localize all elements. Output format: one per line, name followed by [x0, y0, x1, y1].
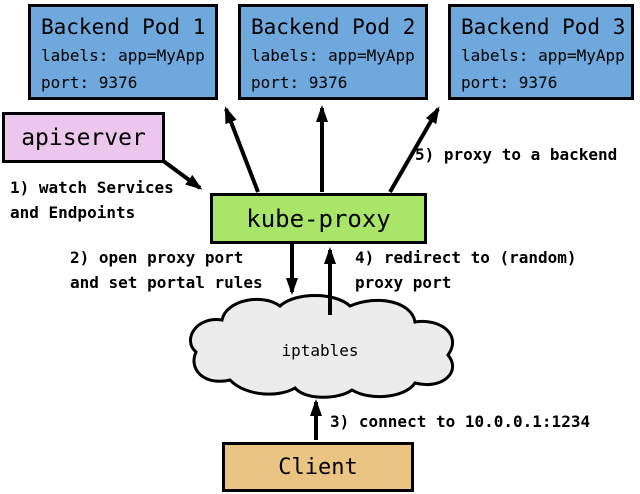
annotation-step4: 4) redirect to (random) proxy port — [355, 245, 577, 295]
annotation-step2-line2: and set portal rules — [70, 273, 263, 292]
backend-pod-2-title: Backend Pod 2 — [251, 15, 416, 39]
backend-pod-3-port: port: 9376 — [461, 73, 558, 92]
annotation-step2: 2) open proxy port and set portal rules — [70, 245, 263, 295]
backend-pod-3-labels: labels: app=MyApp — [461, 46, 625, 65]
backend-pod-2-port: port: 9376 — [251, 73, 348, 92]
client-label: Client — [278, 454, 358, 480]
backend-pod-2-box: Backend Pod 2 labels: app=MyApp port: 93… — [238, 4, 428, 100]
annotation-step5-line1: 5) proxy to a backend — [415, 145, 618, 164]
backend-pod-1-port: port: 9376 — [41, 73, 138, 92]
annotation-step2-line1: 2) open proxy port — [70, 248, 244, 267]
annotation-step1-line2: and Endpoints — [10, 203, 136, 222]
annotation-step3: 3) connect to 10.0.0.1:1234 — [330, 409, 590, 434]
arrow-proxy-to-pod1 — [224, 106, 260, 193]
annotation-step4-line2: proxy port — [355, 273, 452, 292]
kube-proxy-box: kube-proxy — [210, 193, 427, 244]
backend-pod-3-title: Backend Pod 3 — [461, 15, 626, 39]
annotation-step3-line1: 3) connect to 10.0.0.1:1234 — [330, 412, 591, 431]
annotation-step1-line1: 1) watch Services — [10, 178, 174, 197]
annotation-step5: 5) proxy to a backend — [415, 142, 617, 167]
backend-pod-1-title: Backend Pod 1 — [41, 15, 206, 39]
backend-pod-1-labels: labels: app=MyApp — [41, 46, 205, 65]
backend-pod-1-box: Backend Pod 1 labels: app=MyApp port: 93… — [28, 4, 218, 100]
kube-proxy-label: kube-proxy — [246, 204, 391, 233]
apiserver-box: apiserver — [2, 112, 165, 163]
annotation-step1: 1) watch Services and Endpoints — [10, 175, 174, 225]
annotation-step4-line1: 4) redirect to (random) — [355, 248, 577, 267]
apiserver-label: apiserver — [21, 124, 146, 151]
backend-pod-3-box: Backend Pod 3 labels: app=MyApp port: 93… — [448, 4, 634, 100]
client-box: Client — [222, 442, 414, 492]
backend-pod-2-labels: labels: app=MyApp — [251, 46, 415, 65]
iptables-label: iptables — [281, 341, 359, 360]
